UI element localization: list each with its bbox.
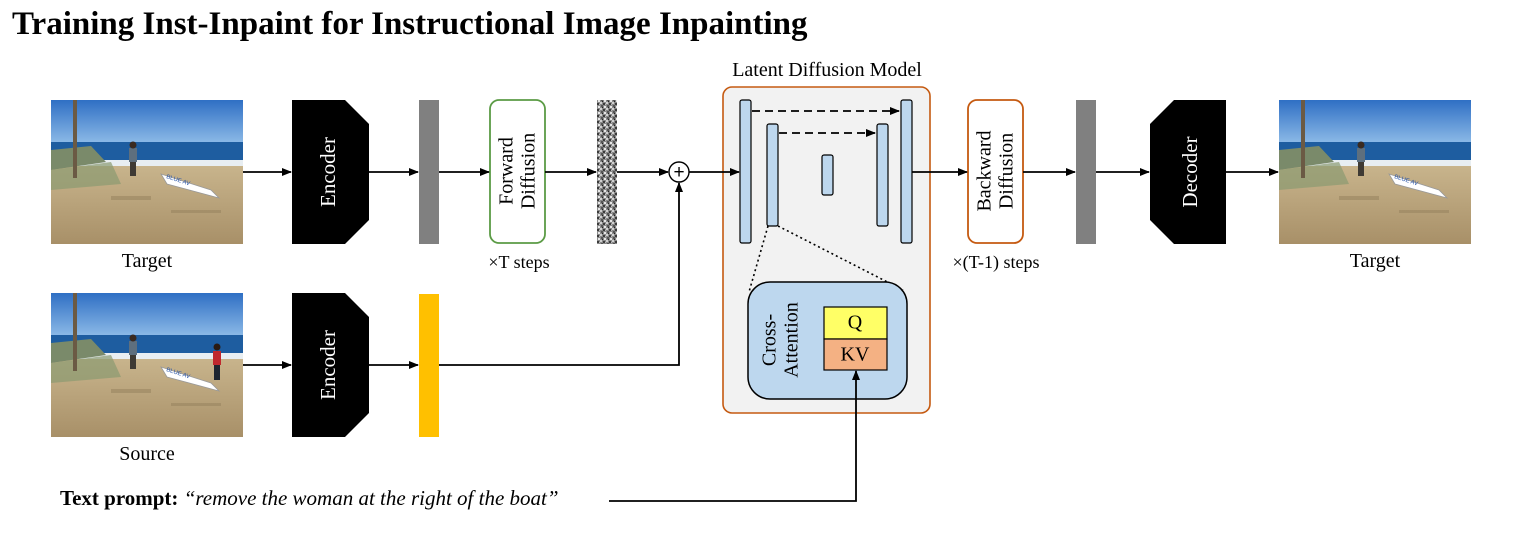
source-caption: Source <box>119 443 175 465</box>
source-input-image: BLUE AV <box>51 293 243 437</box>
backward-diffusion-box: Backward Diffusion <box>967 99 1024 244</box>
encoder-top: Encoder <box>292 100 369 244</box>
flow-arrows <box>243 168 1279 502</box>
noisy-latent <box>597 100 617 244</box>
diagram-title: Training Inst-Inpaint for Instructional … <box>12 6 808 42</box>
target-output-image: BLUE AV <box>1279 100 1471 244</box>
backward-steps-label: ×(T-1) steps <box>952 252 1040 272</box>
latent-source <box>419 294 439 437</box>
arrow <box>609 370 860 502</box>
ldm-title: Latent Diffusion Model <box>732 59 922 81</box>
woman-figure <box>213 343 221 380</box>
target-input-caption: Target <box>121 250 173 272</box>
plus-node: + <box>668 161 690 183</box>
q-block <box>823 306 888 340</box>
q-label: Q <box>848 312 863 334</box>
text-prompt-label: Text prompt: <box>60 486 179 510</box>
plus-symbol: + <box>673 162 684 183</box>
forward-diffusion-label-1: Forward <box>496 137 518 205</box>
encoder-bottom-label: Encoder <box>316 330 340 400</box>
ldm-container: Cross- Attention Q KV <box>722 86 931 414</box>
backward-diffusion-label-2: Diffusion <box>996 133 1018 209</box>
unet-block <box>876 123 889 227</box>
zoom-line <box>777 225 904 291</box>
decoder-label: Decoder <box>1178 136 1202 207</box>
unet-block <box>900 99 913 244</box>
cross-attention-box: Cross- Attention Q KV <box>747 281 908 400</box>
encoder-top-label: Encoder <box>316 137 340 207</box>
latent-target <box>419 100 439 244</box>
encoder-bottom: Encoder <box>292 293 369 437</box>
zoom-line <box>748 225 769 293</box>
backward-diffusion-label-1: Backward <box>974 130 996 211</box>
unet-block <box>766 123 779 227</box>
arrow <box>439 182 683 366</box>
text-prompt: Text prompt: “remove the woman at the ri… <box>60 486 559 511</box>
target-output-caption: Target <box>1349 250 1401 272</box>
cross-attention-label-1: Cross- <box>759 314 781 366</box>
cross-attention-label-2: Attention <box>781 302 803 378</box>
text-prompt-text: “remove the woman at the right of the bo… <box>183 486 559 510</box>
decoder: Decoder <box>1150 100 1226 244</box>
forward-diffusion-label-2: Diffusion <box>518 133 540 209</box>
unet-block <box>821 154 834 196</box>
kv-label: KV <box>841 344 870 366</box>
target-input-image: BLUE AV <box>51 100 243 244</box>
unet-block <box>739 99 752 244</box>
forward-steps-label: ×T steps <box>488 252 550 272</box>
latent-output <box>1076 100 1096 244</box>
forward-diffusion-box: Forward Diffusion <box>489 99 546 244</box>
